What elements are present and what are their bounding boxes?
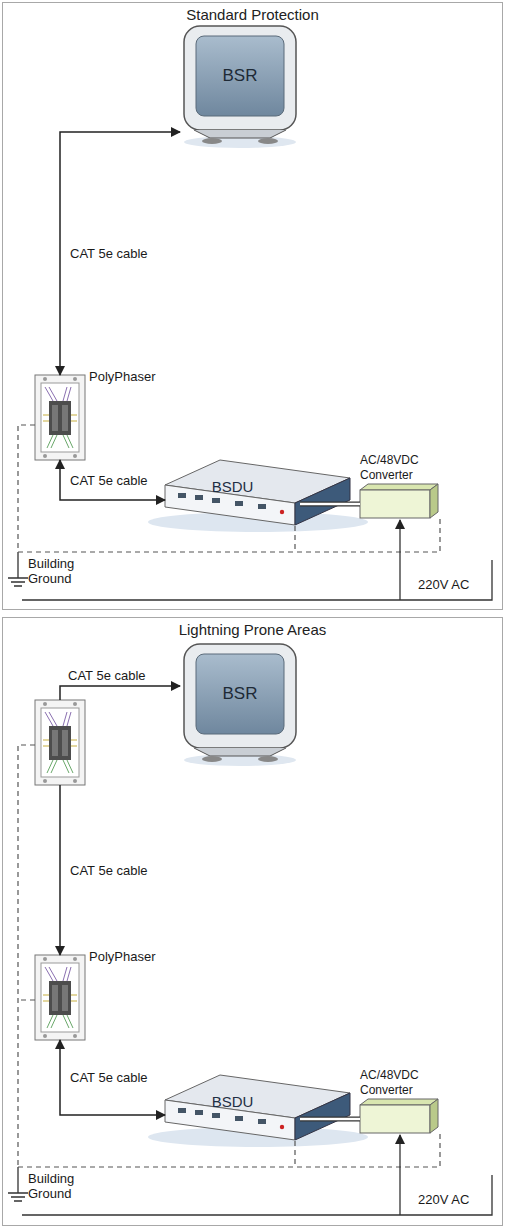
cable-label: CAT 5e cable xyxy=(68,473,150,488)
panel-frame: Lightning Prone AreasBSR PolyPhaserBSDU AC… xyxy=(2,617,503,1226)
power-converter: AC/48VDC Converter xyxy=(360,490,430,518)
rack-unit: BSDU xyxy=(165,1081,300,1121)
panel-frame: Standard ProtectionBSR PolyPhaserBSDU AC/4… xyxy=(2,2,503,610)
unit-name: AC/48VDC Converter xyxy=(360,453,450,482)
standard-drawing xyxy=(8,26,492,600)
surge-protector xyxy=(35,700,85,785)
surge-protector: PolyPhaser xyxy=(35,375,85,460)
radio-unit: BSR xyxy=(180,22,300,147)
power-cable xyxy=(300,504,360,505)
unit-name: BSR xyxy=(180,684,300,704)
bsdu-unit xyxy=(148,1075,368,1147)
cable-label: CAT 5e cable xyxy=(68,1070,150,1085)
rack-unit: BSDU xyxy=(165,466,300,506)
power-cable xyxy=(300,1119,360,1120)
network-cable xyxy=(60,686,180,700)
unit-name: AC/48VDC Converter xyxy=(360,1068,450,1097)
bsr-unit xyxy=(184,644,296,766)
panel-title: Standard Protection xyxy=(2,6,503,23)
unit-name: BSDU xyxy=(212,478,254,495)
supply-label: 220V AC xyxy=(416,577,471,592)
network-cable xyxy=(60,460,165,500)
ground-wire xyxy=(18,745,35,1167)
lightning-drawing xyxy=(8,644,492,1215)
supply-label: 220V AC xyxy=(416,1192,471,1207)
surge-protector: PolyPhaser xyxy=(35,955,85,1040)
radio-unit: BSR xyxy=(180,640,300,765)
surge-protector xyxy=(35,375,85,460)
power-converter xyxy=(360,484,438,518)
ground-label: Building Ground xyxy=(26,1172,92,1202)
power-converter: AC/48VDC Converter xyxy=(360,1105,430,1133)
network-cable xyxy=(59,785,61,955)
network-cable xyxy=(60,1040,165,1115)
panel-title: Lightning Prone Areas xyxy=(2,621,503,638)
cable-label: CAT 5e cable xyxy=(68,246,150,261)
bsr-unit xyxy=(184,26,296,148)
ground-label: Building Ground xyxy=(26,557,92,587)
unit-name: PolyPhaser xyxy=(89,949,155,964)
bsdu-unit xyxy=(148,460,368,532)
ground-wire xyxy=(18,425,35,552)
power-converter xyxy=(360,1099,438,1133)
unit-name: BSR xyxy=(180,66,300,86)
ground-wiring xyxy=(8,1134,492,1215)
surge-protector xyxy=(35,955,85,1040)
network-cable xyxy=(60,132,180,375)
unit-name: BSDU xyxy=(212,1093,254,1110)
unit-name: PolyPhaser xyxy=(89,369,155,384)
cable-label: CAT 5e cable xyxy=(66,668,148,683)
ground-wiring xyxy=(8,519,492,600)
surge-protector xyxy=(35,700,85,785)
cable-label: CAT 5e cable xyxy=(68,863,150,878)
